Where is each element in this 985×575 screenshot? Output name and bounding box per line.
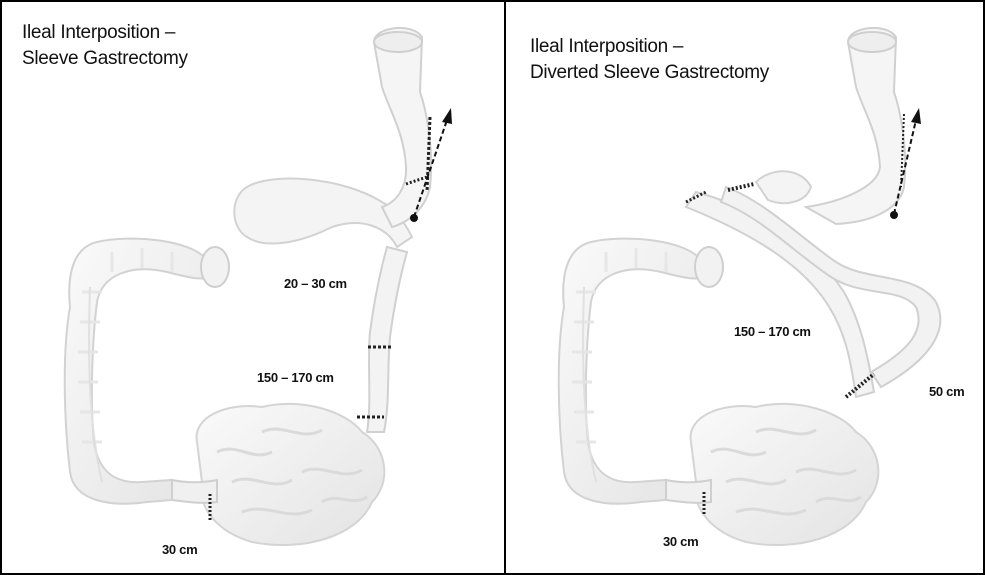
length-label-30: 30 cm [663,534,698,549]
panel-title: Ileal Interposition – Sleeve Gastrectomy [22,20,188,72]
length-label-150-170: 150 – 170 cm [257,370,334,385]
panel-title-line1: Ileal Interposition – [530,34,769,60]
anatomy-illustration-right [506,2,983,573]
colon [65,239,214,504]
anatomy-illustration-left [2,2,505,573]
length-label-150-170: 150 – 170 cm [734,324,811,339]
small-bowel [197,404,385,545]
colon [559,239,708,504]
interposed-limb [367,247,407,432]
length-label-30: 30 cm [162,542,197,557]
length-label-50: 50 cm [929,384,964,399]
small-bowel [691,404,879,545]
panel-diverted-sleeve-gastrectomy: Ileal Interposition – Diverted Sleeve Ga… [505,0,985,575]
gastric-sleeve [806,28,905,224]
panel-title-line2: Sleeve Gastrectomy [22,46,188,72]
panel-title-line1: Ileal Interposition – [22,20,188,46]
panel-title-line2: Diverted Sleeve Gastrectomy [530,60,769,86]
panel-title: Ileal Interposition – Diverted Sleeve Ga… [530,34,769,86]
length-label-20-30: 20 – 30 cm [284,276,347,291]
gastric-sleeve [374,28,431,227]
panel-sleeve-gastrectomy: Ileal Interposition – Sleeve Gastrectomy… [0,0,505,575]
